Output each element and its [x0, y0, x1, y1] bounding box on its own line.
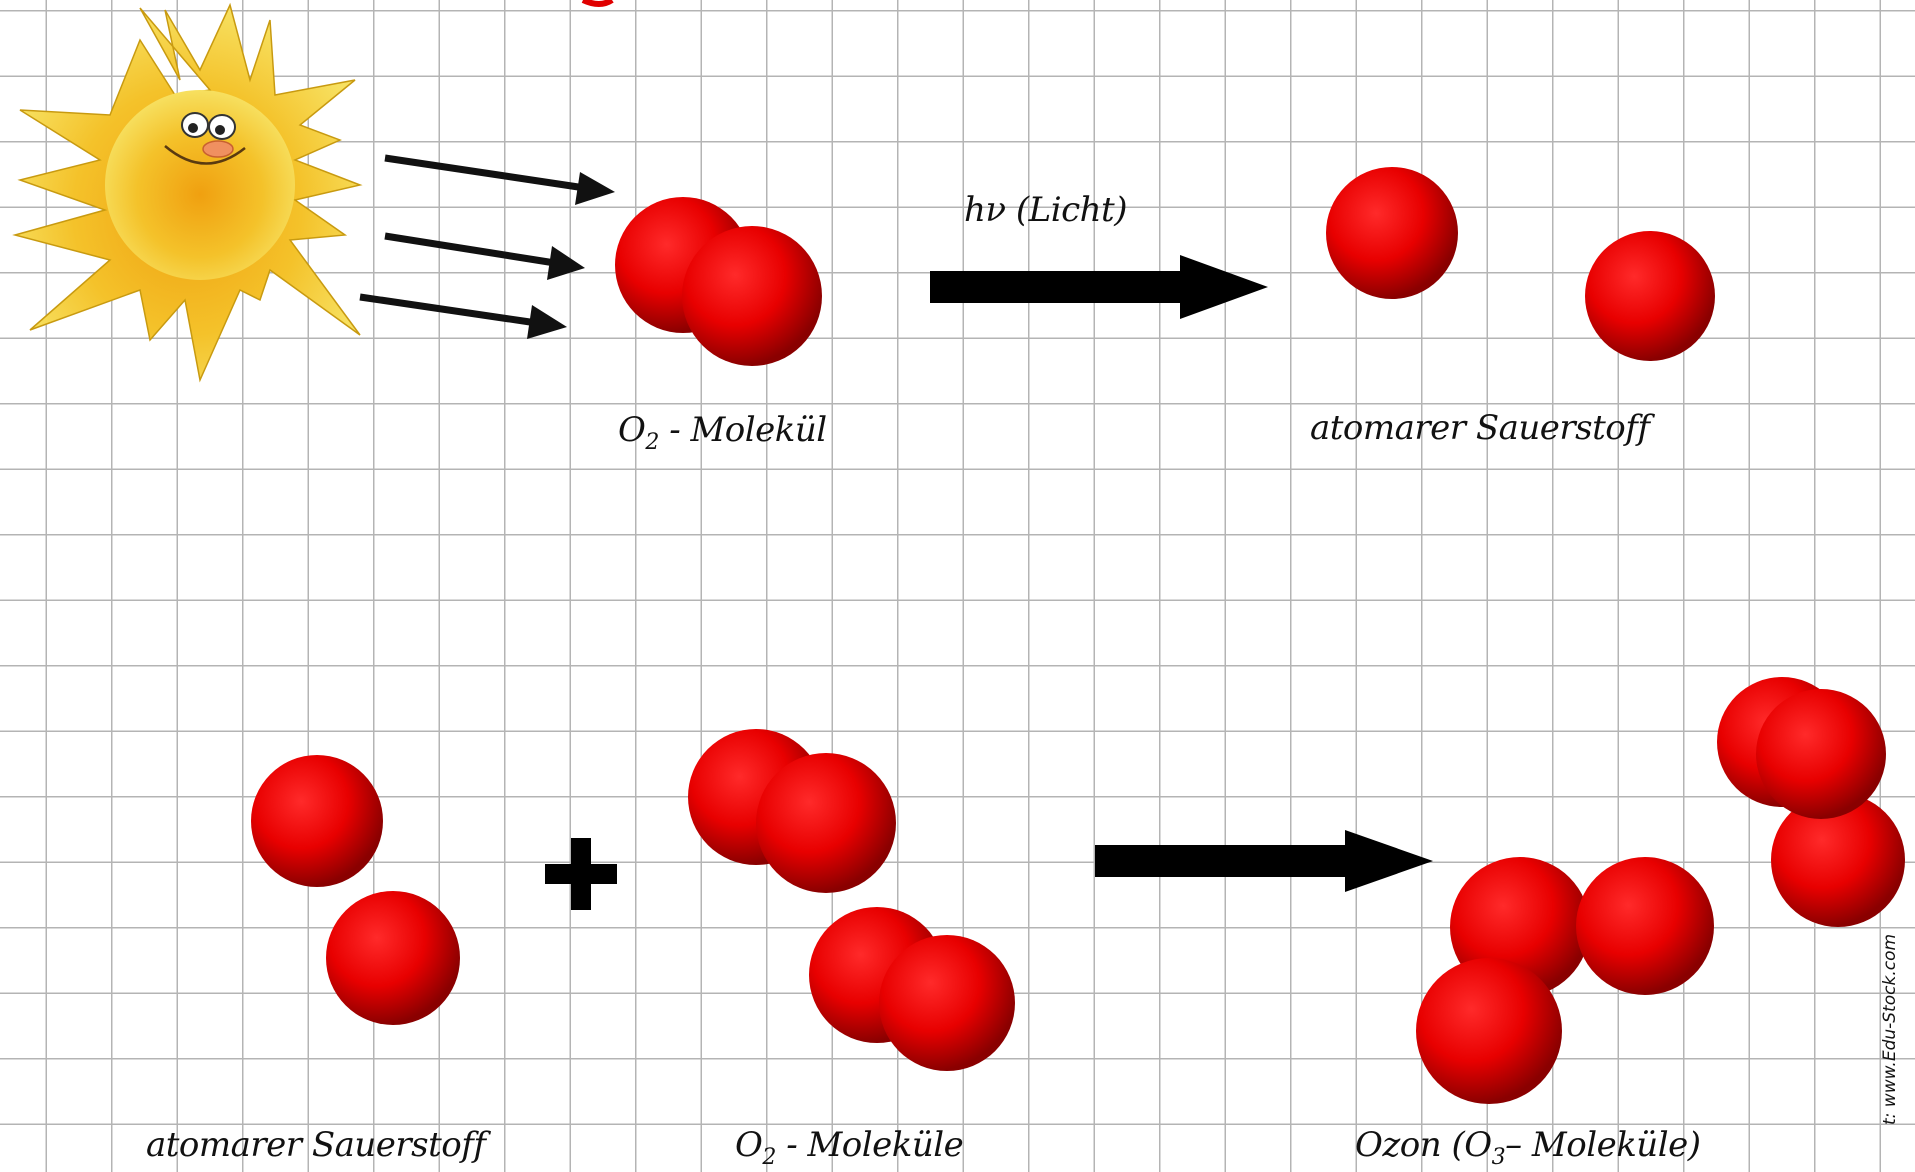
ozone-label-sub: 3	[1491, 1144, 1506, 1170]
o2-molecules-label-suffix: - Moleküle	[786, 1125, 964, 1165]
oxygen-atom	[1326, 167, 1458, 299]
atomic-oxygen-label-bottom: atomarer Sauerstoff	[146, 1125, 486, 1165]
o2-molecule-label-prefix: O	[618, 410, 646, 450]
o2-molecule-label-sub: 2	[645, 429, 659, 455]
plus-sign	[545, 838, 617, 910]
ozone-label: Ozon (O3– Moleküle)	[1355, 1125, 1701, 1170]
o2-molecules-label: O2 - Moleküle	[735, 1125, 964, 1170]
red-scribble	[581, 0, 614, 7]
light-ray-arrows	[359, 154, 586, 326]
ozone-label-prefix: Ozon (O	[1355, 1125, 1492, 1165]
o2-molecules-label-prefix: O	[735, 1125, 763, 1165]
o2-molecule-top	[615, 197, 822, 366]
light-label: hν (Licht)	[964, 190, 1127, 230]
sun-icon	[12, 2, 363, 383]
o2-molecule	[809, 907, 1015, 1071]
oxygen-atom	[251, 755, 383, 887]
ray-arrowhead	[575, 172, 615, 205]
ozone-label-suffix: – Moleküle)	[1505, 1125, 1701, 1165]
o2-molecule-label: O2 - Molekül	[618, 410, 827, 455]
ray-arrowhead	[547, 246, 585, 280]
o2-molecule	[688, 729, 896, 893]
ozone-molecule	[1416, 857, 1714, 1104]
reaction-arrow-bottom	[1095, 830, 1433, 892]
o2-molecule-label-suffix: - Molekül	[669, 410, 827, 450]
o2-molecules-label-sub: 2	[762, 1144, 776, 1170]
atomic-oxygen-label-top: atomarer Sauerstoff	[1310, 408, 1650, 448]
ray-arrowhead	[527, 305, 567, 339]
reaction-arrow-top	[930, 255, 1268, 319]
oxygen-atom	[1585, 231, 1715, 361]
ozone-molecule	[1717, 677, 1905, 927]
oxygen-atom	[326, 891, 460, 1025]
image-credit: t: www.Edu-Stock.com	[1880, 933, 1900, 1125]
